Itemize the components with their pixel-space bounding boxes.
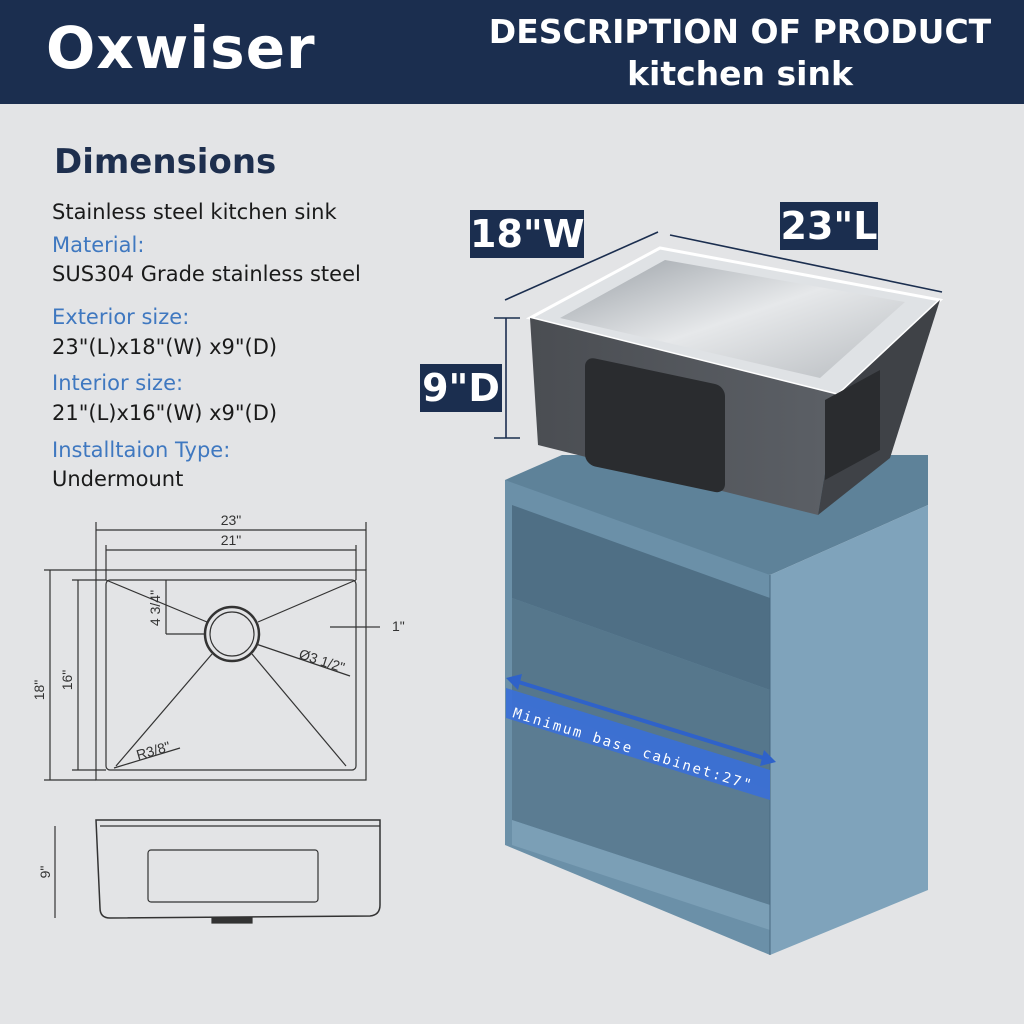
dim-inner-width: 16" <box>59 670 75 691</box>
sink-illustration <box>525 246 944 515</box>
dimensions-heading: Dimensions <box>54 142 277 182</box>
sink-side-pad <box>585 358 725 493</box>
header-banner: Oxwiser DESCRIPTION OF PRODUCT kitchen s… <box>0 0 1024 104</box>
length-badge: 23"L <box>780 202 878 250</box>
side-view-panel <box>147 849 319 903</box>
width-badge: 18"W <box>470 210 585 258</box>
depth-badge: 9"D <box>420 364 502 412</box>
base-cabinet <box>505 455 928 955</box>
installation-type-value: Undermount <box>52 467 184 491</box>
dim-inner-length: 21" <box>221 532 242 548</box>
dim-depth: 9" <box>37 866 53 879</box>
sink-end-pad <box>825 370 880 480</box>
header-title: DESCRIPTION OF PRODUCT <box>488 12 992 51</box>
outer-rim-outline <box>95 569 367 781</box>
material-value: SUS304 Grade stainless steel <box>52 262 361 286</box>
installation-type-label: Installtaion Type: <box>52 438 231 462</box>
exterior-size-label: Exterior size: <box>52 305 190 329</box>
material-label: Material: <box>52 233 145 257</box>
side-view-outline <box>95 819 381 919</box>
dim-rim: 1" <box>392 618 405 634</box>
exterior-size-value: 23"(L)x18"(W) x9"(D) <box>52 335 278 359</box>
product-name: Stainless steel kitchen sink <box>52 200 337 224</box>
dim-outer-length: 23" <box>221 512 242 528</box>
interior-size-value: 21"(L)x16"(W) x9"(D) <box>52 401 278 425</box>
brand-logo-text: Oxwiser <box>46 14 316 82</box>
dim-outer-width: 18" <box>31 680 47 701</box>
drain-inner <box>209 611 255 657</box>
header-subtitle: kitchen sink <box>627 54 853 93</box>
inner-basin-outline <box>105 579 357 771</box>
dim-drain-offset: 4 3/4" <box>147 590 163 626</box>
interior-size-label: Interior size: <box>52 371 184 395</box>
